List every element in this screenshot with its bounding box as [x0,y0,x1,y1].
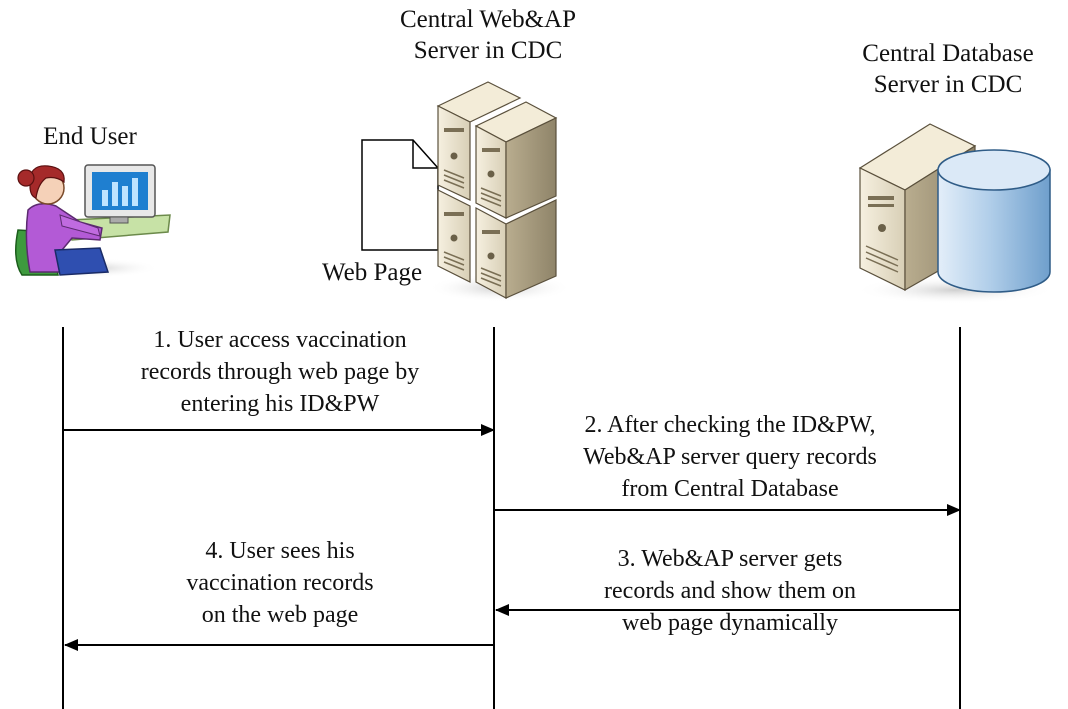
web-page-label: Web Page [322,259,423,286]
step4-label: 4. User sees his vaccination records on … [150,535,410,631]
end-user-icon [15,164,171,278]
step1-line2: records through web page by [140,359,420,385]
step2-line2: Web&AP server query records [583,444,877,470]
end-user-label: End User [43,123,137,150]
step1-line1: 1. User access vaccination [153,327,407,353]
step1-label: 1. User access vaccination records throu… [100,324,460,420]
step3-line1: 3. Web&AP server gets [617,546,843,572]
web-ap-server-label-line2: Server in CDC [413,37,563,64]
web-page-icon [361,139,439,251]
database-server-label-line1: Central Database [862,40,1034,67]
web-ap-server-label-line1: Central Web&AP [400,6,576,33]
step3-label: 3. Web&AP server gets records and show t… [560,543,900,639]
step4-line1: 4. User sees his [205,538,355,564]
step3-line2: records and show them on [604,578,856,604]
step3-line3: web page dynamically [622,610,838,636]
web-ap-server-label: Central Web&AP Server in CDC [372,4,604,66]
step4-line3: on the web page [201,602,359,628]
step1-line3: entering his ID&PW [180,391,380,417]
web-ap-server-icon [428,81,572,302]
step2-line1: 2. After checking the ID&PW, [584,412,876,438]
database-server-label-line2: Server in CDC [873,71,1023,98]
step4-line2: vaccination records [186,570,374,596]
step2-line3: from Central Database [621,476,839,502]
database-server-label: Central Database Server in CDC [828,38,1068,100]
step2-label: 2. After checking the ID&PW, Web&AP serv… [545,409,915,505]
database-server-icon [855,123,1055,304]
